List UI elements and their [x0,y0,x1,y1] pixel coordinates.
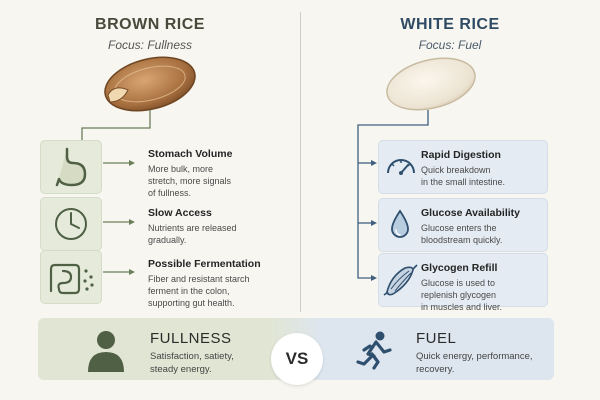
item-glucose-availability: Glucose Availability Glucose enters the … [421,207,543,246]
white-connectors [357,110,429,279]
item-title: Stomach Volume [148,148,233,160]
brown-rice-grain-icon [104,56,196,112]
item-title: Slow Access [148,207,212,219]
desc-line: Fiber and resistant starch [148,274,250,284]
fuel-title: FUEL [416,330,457,347]
desc-line: steady energy. [150,364,212,375]
running-person-icon [356,331,392,370]
desc-line: bloodstream quickly. [421,235,503,245]
desc-line: Glucose enters the [421,223,497,233]
fullness-title: FULLNESS [150,330,232,347]
vs-badge: VS [271,333,323,385]
center-divider [300,12,301,312]
card-rapid-digestion: Rapid Digestion Quick breakdown in the s… [378,140,548,194]
item-desc: More bulk, more stretch, more signals of… [148,163,293,199]
brown-rice-subtitle: Focus: Fullness [107,38,193,52]
desc-line: replenish glycogen [421,290,497,300]
desc-line: Quick breakdown [421,165,491,175]
desc-line: recovery. [416,364,455,375]
intestine-icon-box [40,250,102,304]
item-title: Rapid Digestion [421,149,501,161]
brown-rice-title: BROWN RICE [95,16,205,33]
item-rapid-digestion: Rapid Digestion Quick breakdown in the s… [421,149,543,188]
speedometer-icon [387,159,415,175]
desc-line: ferment in the colon, [148,286,230,296]
white-rice-header: WHITE RICE Focus: Fuel [300,16,600,52]
clock-icon-box [40,197,102,251]
item-title: Possible Fermentation [148,258,261,270]
desc-line: gradually. [148,235,187,245]
white-rice-grain-icon [386,57,476,111]
white-rice-title: WHITE RICE [400,16,500,33]
item-desc: Fiber and resistant starch ferment in th… [148,273,293,309]
person-icon [88,331,124,372]
clock-icon [55,208,87,240]
desc-line: Quick energy, performance, [416,351,533,362]
fuel-desc: Quick energy, performance, recovery. [416,350,533,376]
droplet-icon [391,209,409,238]
muscle-icon [383,264,418,296]
desc-line: Nutrients are released [148,223,237,233]
item-possible-fermentation: Possible Fermentation Fiber and resistan… [148,258,293,309]
item-stomach-volume: Stomach Volume More bulk, more stretch, … [148,148,293,199]
item-title: Glucose Availability [421,207,521,219]
desc-line: in the small intestine. [421,177,506,187]
desc-line: Glucose is used to [421,278,496,288]
desc-line: More bulk, more [148,164,214,174]
brown-connectors [81,110,151,273]
desc-line: of fullness. [148,188,192,198]
desc-line: stretch, more signals [148,176,232,186]
stomach-icon-box [40,140,102,194]
item-desc: Glucose is used to replenish glycogen in… [421,277,543,313]
intestine-icon [49,263,94,295]
item-glycogen-refill: Glycogen Refill Glucose is used to reple… [421,262,543,313]
item-desc: Quick breakdown in the small intestine. [421,164,543,188]
desc-line: supporting gut health. [148,298,235,308]
desc-line: Satisfaction, satiety, [150,351,234,362]
brown-rice-header: BROWN RICE Focus: Fullness [0,16,300,52]
item-title: Glycogen Refill [421,262,498,274]
card-glycogen-refill: Glycogen Refill Glucose is used to reple… [378,253,548,312]
white-rice-subtitle: Focus: Fuel [418,38,482,52]
card-glucose-availability: Glucose Availability Glucose enters the … [378,198,548,252]
item-desc: Nutrients are released gradually. [148,222,293,246]
item-slow-access: Slow Access Nutrients are released gradu… [148,207,293,246]
stomach-icon [55,147,87,187]
fullness-desc: Satisfaction, satiety, steady energy. [150,350,234,376]
item-desc: Glucose enters the bloodstream quickly. [421,222,543,246]
desc-line: in muscles and liver. [421,302,503,312]
